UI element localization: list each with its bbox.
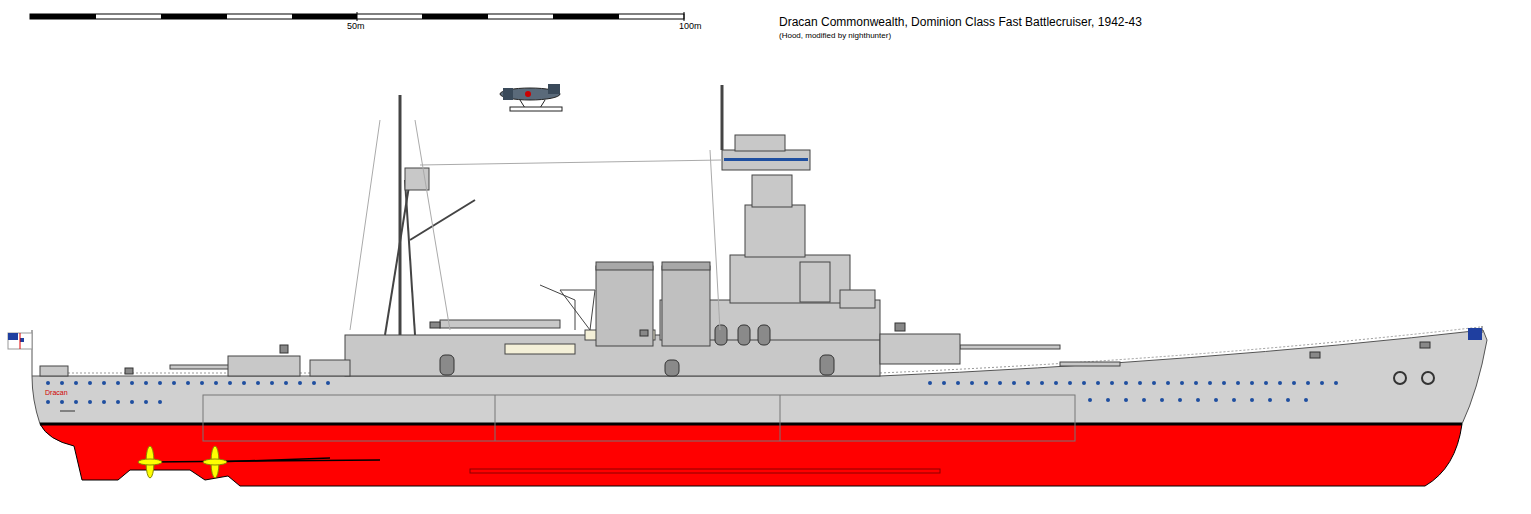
porthole (1142, 398, 1146, 402)
porthole (984, 381, 988, 385)
porthole (326, 381, 330, 385)
porthole (46, 400, 50, 404)
porthole (228, 381, 232, 385)
bridge-windows (724, 158, 808, 161)
porthole (88, 400, 92, 404)
propellers (138, 446, 380, 478)
porthole (1178, 398, 1182, 402)
porthole (1180, 381, 1184, 385)
anchors (1394, 372, 1434, 384)
porthole (1160, 398, 1164, 402)
porthole (1264, 381, 1268, 385)
porthole (942, 381, 946, 385)
credit-note: (Hood, modified by nighthunter) (779, 32, 891, 40)
funnels (596, 262, 710, 346)
porthole (1334, 381, 1338, 385)
crane (540, 285, 595, 330)
porthole (1304, 398, 1308, 402)
porthole (1026, 381, 1030, 385)
porthole (1292, 381, 1296, 385)
porthole (116, 381, 120, 385)
porthole (1208, 381, 1212, 385)
porthole (956, 381, 960, 385)
porthole (74, 400, 78, 404)
deck-rail (880, 327, 1480, 373)
porthole (172, 381, 176, 385)
porthole (102, 381, 106, 385)
porthole (1138, 381, 1142, 385)
porthole (130, 381, 134, 385)
scale-mark: 100m (679, 22, 702, 31)
porthole (74, 381, 78, 385)
aa-guns (125, 322, 1430, 374)
porthole (1110, 381, 1114, 385)
porthole (1096, 381, 1100, 385)
porthole (1124, 398, 1128, 402)
stern-mark (60, 411, 75, 412)
porthole (88, 381, 92, 385)
porthole (928, 381, 932, 385)
porthole (102, 400, 106, 404)
porthole (60, 381, 64, 385)
porthole (116, 400, 120, 404)
porthole (1124, 381, 1128, 385)
porthole (1194, 381, 1198, 385)
porthole (1068, 381, 1072, 385)
porthole (1082, 381, 1086, 385)
porthole (242, 381, 246, 385)
porthole (1106, 398, 1110, 402)
porthole (1012, 381, 1016, 385)
turrets (40, 334, 1120, 376)
porthole (1268, 398, 1272, 402)
ship-name: Dracan (45, 389, 68, 396)
porthole (46, 381, 50, 385)
bow-flag (1468, 326, 1482, 340)
porthole (214, 381, 218, 385)
porthole (1232, 398, 1236, 402)
porthole (1250, 381, 1254, 385)
porthole (298, 381, 302, 385)
porthole (970, 381, 974, 385)
porthole (998, 381, 1002, 385)
underwater-hull (40, 424, 1462, 486)
porthole (1278, 381, 1282, 385)
armour-belt (203, 395, 1075, 441)
porthole (312, 381, 316, 385)
porthole (1214, 398, 1218, 402)
bilge-keel (470, 469, 940, 473)
porthole (1040, 381, 1044, 385)
porthole (1320, 381, 1324, 385)
superstructure (345, 135, 880, 376)
porthole (256, 381, 260, 385)
porthole (158, 400, 162, 404)
porthole (1088, 398, 1092, 402)
porthole (130, 400, 134, 404)
stern-flag (8, 330, 32, 376)
scale-bar (30, 12, 684, 21)
porthole (270, 381, 274, 385)
porthole (200, 381, 204, 385)
drawing-title: Dracan Commonwealth, Dominion Class Fast… (779, 16, 1142, 28)
porthole (1306, 381, 1310, 385)
porthole (1236, 381, 1240, 385)
porthole (1152, 381, 1156, 385)
main-mast (350, 85, 722, 335)
porthole (1196, 398, 1200, 402)
porthole (1222, 381, 1226, 385)
porthole (1286, 398, 1290, 402)
seaplane (500, 84, 562, 111)
porthole (158, 381, 162, 385)
porthole (186, 381, 190, 385)
porthole (144, 400, 148, 404)
porthole (1250, 398, 1254, 402)
porthole (284, 381, 288, 385)
scale-mark: 50m (347, 22, 365, 31)
boot-topping (40, 423, 1462, 426)
porthole (60, 400, 64, 404)
porthole (1166, 381, 1170, 385)
porthole (1054, 381, 1058, 385)
porthole (144, 381, 148, 385)
